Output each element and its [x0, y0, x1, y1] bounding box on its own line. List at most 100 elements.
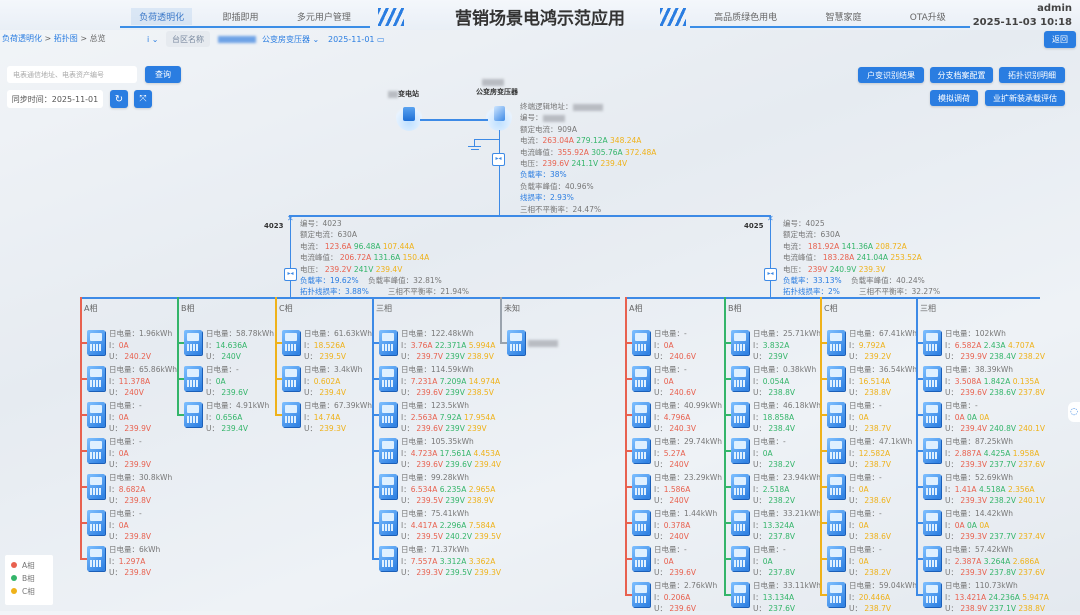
meter-icon[interactable] [87, 546, 105, 571]
value-text: U： [206, 352, 219, 362]
meter-icon[interactable] [282, 366, 300, 391]
value-text: 7.231A [410, 376, 438, 386]
meter-icon[interactable] [379, 330, 397, 355]
meter-icon[interactable] [632, 438, 650, 463]
meter-icon[interactable] [632, 330, 650, 355]
meter-icon[interactable] [632, 474, 650, 499]
value-text: 1.842A [983, 376, 1011, 386]
breadcrumb-item[interactable]: 拓扑图 [53, 34, 78, 43]
meter-icon[interactable] [923, 582, 941, 607]
search-input[interactable]: 电表通信地址、电表资产编号 [7, 66, 137, 83]
meter-icon[interactable] [731, 366, 749, 391]
username[interactable]: admin [1037, 3, 1072, 14]
refresh-icon[interactable]: ↻ [110, 90, 128, 108]
value-text: 日电量： [206, 365, 236, 374]
value-text: U： [401, 388, 414, 398]
meter-icon[interactable] [87, 510, 105, 535]
meter-icon[interactable] [923, 510, 941, 535]
meter-icon[interactable] [827, 438, 845, 463]
simulate-load-button[interactable]: 模拟调荷 [930, 90, 978, 106]
meter-connector [625, 450, 633, 452]
chat-icon[interactable]: ◌ [1068, 402, 1080, 422]
back-button[interactable]: 返回 [1044, 31, 1076, 48]
breaker-x-icon[interactable]: ✕ [287, 214, 294, 223]
meter-icon[interactable] [827, 582, 845, 607]
meter-icon[interactable] [827, 474, 845, 499]
transformer-label: 公变房变压器 [476, 78, 518, 97]
meter-icon[interactable] [827, 510, 845, 535]
meter-icon[interactable] [87, 474, 105, 499]
meter-icon[interactable] [379, 546, 397, 571]
meter-icon[interactable] [731, 474, 749, 499]
breaker-icon[interactable]: ▸◂ [284, 268, 297, 281]
value-text: 日电量： [753, 401, 783, 410]
meter-icon[interactable] [632, 582, 650, 607]
tx-identify-result-button[interactable]: 户变识别结果 [858, 67, 924, 83]
branch-config-button[interactable]: 分支档案配置 [930, 67, 993, 83]
date-picker[interactable]: 2025-11-01 ▭ [328, 31, 385, 47]
meter-icon[interactable] [379, 474, 397, 499]
meter-icon[interactable] [731, 330, 749, 355]
breaker-icon[interactable]: ▸◂ [492, 153, 505, 166]
value-text: 23.94kWh [783, 473, 821, 482]
meter-icon[interactable] [731, 438, 749, 463]
meter-icon[interactable] [184, 402, 202, 427]
meter-icon[interactable] [731, 402, 749, 427]
value-text: 日电量： [945, 365, 975, 374]
meter-icon[interactable] [731, 546, 749, 571]
tab-multi-user[interactable]: 多元用户管理 [296, 12, 351, 23]
meter-icon[interactable] [379, 510, 397, 535]
breaker-icon[interactable]: ▸◂ [764, 268, 777, 281]
meter-icon[interactable] [184, 330, 202, 355]
meter-icon[interactable] [632, 366, 650, 391]
value-text: I： [109, 448, 119, 458]
meter-icon[interactable] [923, 330, 941, 355]
meter-icon[interactable] [731, 510, 749, 535]
meter-icon[interactable] [87, 402, 105, 427]
meter-icon[interactable] [632, 402, 650, 427]
meter-connector [625, 378, 633, 380]
meter-icon[interactable] [827, 546, 845, 571]
topology-detail-button[interactable]: 拓扑识别明细 [999, 67, 1065, 83]
value-text: 日电量： [401, 545, 431, 554]
capacity-eval-button[interactable]: 业扩新装承载评估 [985, 90, 1065, 106]
value-text: I： [945, 484, 955, 494]
transformer-select[interactable]: 公变房变压器 ⌄ [218, 31, 319, 47]
meter-icon[interactable] [827, 330, 845, 355]
meter-icon[interactable] [379, 366, 397, 391]
tab-load-transparency[interactable]: 负荷透明化 [131, 7, 193, 25]
meter-icon[interactable] [282, 330, 300, 355]
meter-icon[interactable] [827, 366, 845, 391]
meter-icon[interactable] [923, 546, 941, 571]
tab-smart-home[interactable]: 智慧家庭 [825, 12, 862, 23]
meter-icon[interactable] [731, 582, 749, 607]
tab-plug-and-play[interactable]: 即插即用 [222, 12, 259, 23]
meter-icon[interactable] [87, 438, 105, 463]
meter-icon[interactable] [923, 474, 941, 499]
meter-icon[interactable] [282, 402, 300, 427]
meter-icon[interactable] [827, 402, 845, 427]
value-text: 4.453A [473, 448, 501, 458]
value-text: U： [945, 352, 958, 362]
tab-ota[interactable]: OTA升级 [909, 12, 946, 23]
meter-icon[interactable] [379, 438, 397, 463]
meter-icon[interactable] [632, 510, 650, 535]
substation-icon[interactable] [396, 103, 422, 131]
dropdown-select[interactable]: i ⌄ [147, 34, 159, 44]
meter-icon[interactable] [923, 366, 941, 391]
meter-icon[interactable] [923, 438, 941, 463]
meter-icon[interactable] [184, 366, 202, 391]
value-text: I： [654, 520, 664, 530]
breadcrumb-item[interactable]: 负荷透明化 [2, 34, 42, 43]
fullscreen-icon[interactable]: ⤧ [134, 90, 152, 108]
search-button[interactable]: 查询 [145, 66, 181, 83]
breaker-x-icon[interactable]: ✕ [767, 214, 774, 223]
meter-icon[interactable] [379, 402, 397, 427]
meter-icon[interactable] [507, 330, 525, 355]
meter-icon[interactable] [923, 402, 941, 427]
meter-icon[interactable] [87, 330, 105, 355]
meter-icon[interactable] [87, 366, 105, 391]
transformer-icon[interactable] [486, 103, 512, 131]
tab-green-power[interactable]: 高品质绿色用电 [714, 12, 778, 23]
meter-icon[interactable] [632, 546, 650, 571]
